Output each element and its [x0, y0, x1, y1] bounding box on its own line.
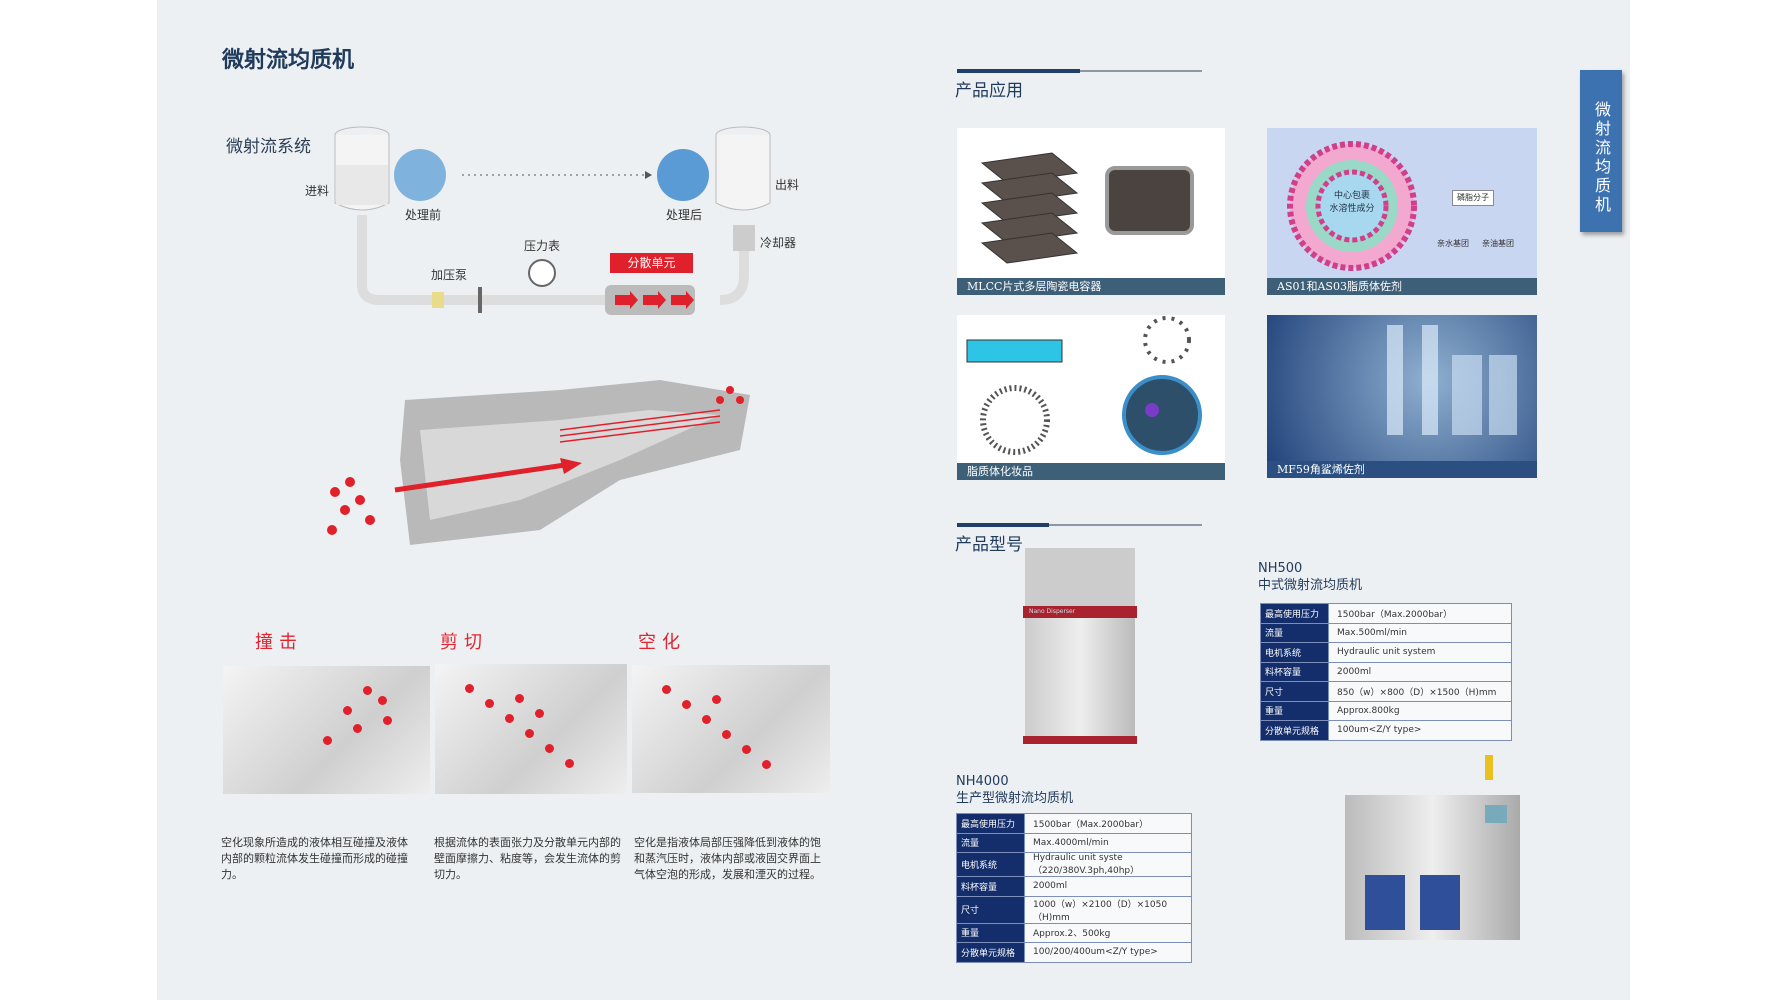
- spec-key: 流量: [1260, 622, 1329, 643]
- spec-value: 850（w）×800（D）×1500（H)mm: [1328, 681, 1512, 702]
- shear-illustration: [435, 664, 627, 794]
- spec-key: 尺寸: [956, 895, 1025, 924]
- caption: 脂质体化妆品: [957, 463, 1225, 480]
- mechanism-desc-cavitation: 空化是指液体局部压强降低到液体的饱和蒸汽压时，液体内部或液固交界面上气体空泡的形…: [634, 836, 821, 881]
- phospholipid-label: 磷脂分子: [1452, 190, 1494, 206]
- spec-key: 重量: [1260, 700, 1329, 721]
- nh500-machine-image: [1335, 755, 1520, 945]
- spec-value: 100/200/400um<Z/Y type>: [1024, 942, 1192, 963]
- text: Nano Disperser: [1023, 606, 1137, 618]
- side-tab[interactable]: 微射流均质机: [1580, 70, 1622, 232]
- mechanism-desc-impact: 空化现象所造成的液体相互碰撞及液体内部的颗粒流体发生碰撞而形成的碰撞力。: [221, 836, 408, 881]
- mechanism-title-impact: 撞击: [255, 632, 303, 653]
- liposome-cosmetics-illustration: [966, 316, 1202, 455]
- model-name: NH4000: [956, 774, 1009, 789]
- spec-value: Approx.800kg: [1328, 700, 1512, 721]
- text: 中心包裹: [1333, 191, 1370, 201]
- caption: MLCC片式多层陶瓷电容器: [957, 278, 1225, 295]
- label-discharge: 出料: [775, 178, 800, 192]
- dispersion-unit-label: 分散单元: [610, 253, 693, 273]
- label-cooler: 冷却器: [760, 236, 797, 250]
- nozzle-cutaway-illustration: [327, 380, 750, 545]
- section-divider: [957, 69, 1202, 73]
- text: 水溶性成分: [1329, 204, 1375, 214]
- spec-key: 最高使用压力: [956, 813, 1025, 834]
- label-pump: 加压泵: [431, 268, 468, 282]
- mlcc-illustration: [980, 152, 1194, 264]
- label-before: 处理前: [405, 208, 442, 222]
- spec-value: Hydraulic unit system: [1328, 642, 1512, 663]
- spec-value: Approx.2、500kg: [1024, 922, 1192, 943]
- caption: AS01和AS03脂质体佐剂: [1267, 278, 1537, 295]
- applications-title: 产品应用: [955, 81, 1023, 101]
- spec-value: 2000ml: [1328, 661, 1512, 682]
- spec-value: 1500bar（Max.2000bar）: [1024, 813, 1192, 834]
- mechanism-title-shear: 剪切: [440, 632, 488, 653]
- liposome-illustration: [1287, 141, 1417, 271]
- spec-value: Max.500ml/min: [1328, 622, 1512, 643]
- spec-value: 1500bar（Max.2000bar）: [1328, 603, 1512, 624]
- label-gauge: 压力表: [524, 239, 561, 253]
- impact-illustration: [223, 666, 430, 794]
- application-card-mlcc: MLCC片式多层陶瓷电容器: [957, 128, 1225, 295]
- model-desc: 生产型微射流均质机: [956, 791, 1074, 806]
- nh500-heading: NH500 中式微射流均质机: [1258, 560, 1362, 594]
- label-after: 处理后: [666, 208, 703, 222]
- spec-key: 料杯容量: [956, 876, 1025, 897]
- nh4000-machine-image: Nano Disperser: [1015, 548, 1145, 753]
- page-title: 微射流均质机: [222, 48, 355, 73]
- microfluidic-system-diagram: [334, 126, 771, 315]
- liposome-inner-text: 中心包裹水溶性成分: [1327, 188, 1377, 214]
- hydrophilic-label: 亲水基团: [1437, 239, 1469, 248]
- spec-key: 电机系统: [1260, 642, 1329, 663]
- nh4000-heading: NH4000 生产型微射流均质机: [956, 773, 1073, 807]
- system-title: 微射流系统: [226, 137, 311, 157]
- cavitation-illustration: [632, 665, 830, 793]
- spec-key: 料杯容量: [1260, 661, 1329, 682]
- model-desc: 中式微射流均质机: [1258, 578, 1363, 593]
- spec-value: Hydraulic unit syste（220/380V.3ph,40hp）: [1024, 852, 1192, 877]
- caption: MF59角鲨烯佐剂: [1267, 461, 1537, 478]
- models-title: 产品型号: [955, 535, 1023, 555]
- mechanism-desc-shear: 根据流体的表面张力及分散单元内部的壁面摩擦力、粘度等，会发生流体的剪切力。: [434, 836, 621, 881]
- spec-key: 流量: [956, 832, 1025, 853]
- application-card-mf59: MF59角鲨烯佐剂: [1267, 315, 1537, 478]
- mechanism-title-cavitation: 空化: [638, 632, 686, 653]
- spec-value: Max.4000ml/min: [1024, 832, 1192, 853]
- spec-key: 分散单元规格: [956, 942, 1025, 963]
- application-card-cosmetics: 脂质体化妆品: [957, 315, 1225, 480]
- model-name: NH500: [1258, 561, 1303, 576]
- spec-key: 电机系统: [956, 852, 1025, 877]
- spec-key: 尺寸: [1260, 681, 1329, 702]
- application-card-as01: 中心包裹水溶性成分 磷脂分子 亲水基团 亲油基团 AS01和AS03脂质体佐剂: [1267, 128, 1537, 295]
- spec-key: 最高使用压力: [1260, 603, 1329, 624]
- section-divider: [957, 523, 1202, 527]
- spec-value: 100um<Z/Y type>: [1328, 720, 1512, 741]
- label-feed: 进料: [305, 184, 330, 198]
- spec-key: 重量: [956, 922, 1025, 943]
- spec-value: 1000（w）×2100（D）×1050（H)mm: [1024, 895, 1192, 924]
- lipophilic-label: 亲油基团: [1482, 239, 1514, 248]
- spec-value: 2000ml: [1024, 876, 1192, 897]
- spec-key: 分散单元规格: [1260, 720, 1329, 741]
